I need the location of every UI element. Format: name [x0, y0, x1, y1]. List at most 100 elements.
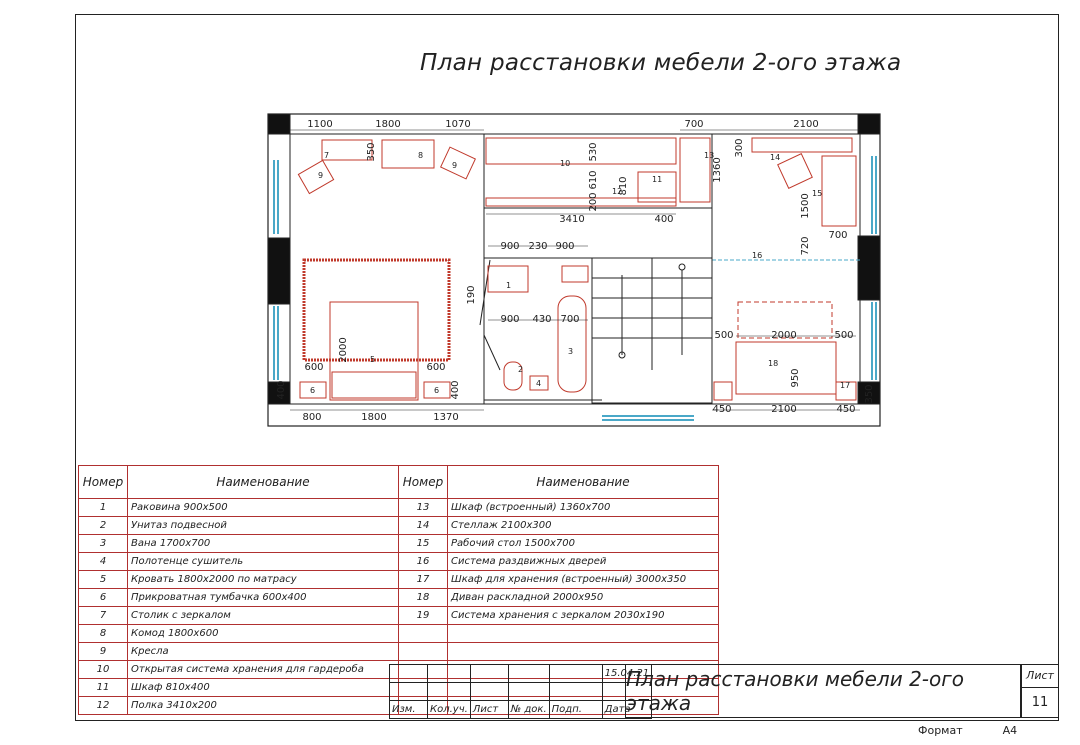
- dim-text: 400: [654, 214, 673, 225]
- item-tag: 5: [370, 355, 375, 364]
- spec-name: Полотенце сушитель: [127, 552, 399, 571]
- shelf: [485, 197, 677, 207]
- spec-name: Кровать 1800x2000 по матрасу: [127, 570, 399, 589]
- spec-num: 5: [78, 570, 128, 589]
- stamp-col: Лист: [469, 700, 509, 719]
- item-tag: 14: [770, 153, 780, 162]
- spec-num: 11: [78, 678, 128, 697]
- bed-pillows: [331, 371, 417, 399]
- spec-num: 15: [398, 534, 448, 553]
- rack: [751, 137, 853, 153]
- spec-name: Шкаф 810x400: [127, 678, 399, 697]
- wall-corner: [267, 113, 291, 135]
- spec-name: Кресла: [127, 642, 399, 661]
- stamp-row: [389, 682, 653, 701]
- dim-text: 230: [528, 241, 547, 252]
- floor-plan: 1100 1800 1070 700 2100 3410 400 900 230…: [267, 113, 881, 427]
- dresser: [381, 139, 435, 169]
- dim-text: 350: [864, 384, 875, 403]
- stamp-row: 15.04.21: [389, 664, 653, 683]
- spec-name: Комод 1800x600: [127, 624, 399, 643]
- drawing-title: План расстановки мебели 2-ого этажа: [420, 50, 902, 76]
- sheet-label: Лист: [1022, 665, 1058, 688]
- dim-text: 700: [684, 119, 703, 130]
- stamp-col: Подп.: [548, 700, 603, 719]
- spec-name: Шкаф для хранения (встроенный) 3000x350: [447, 570, 719, 589]
- spec-name: Система хранения с зеркалом 2030x190: [447, 606, 719, 625]
- spec-num: [398, 642, 448, 661]
- desk-chair: [777, 153, 813, 189]
- stamp-col: № док.: [507, 700, 550, 719]
- nightstand: [423, 381, 451, 399]
- dim-text: 800: [302, 412, 321, 423]
- nightstand: [299, 381, 327, 399]
- door-swing: [483, 334, 501, 371]
- open-storage: [485, 137, 677, 165]
- spec-num: 16: [398, 552, 448, 571]
- dim-text: 530: [588, 142, 599, 161]
- spec-num: 8: [78, 624, 128, 643]
- toilet: [503, 361, 523, 391]
- dim-text: 950: [790, 368, 801, 387]
- spec-header-num: Номер: [398, 465, 448, 499]
- item-tag: 18: [768, 359, 778, 368]
- dim-text: 610: [588, 170, 599, 189]
- format-text: Формат: [918, 724, 963, 737]
- armchair: [439, 146, 477, 180]
- dim-text: 200: [588, 192, 599, 211]
- spec-header-num: Номер: [78, 465, 128, 499]
- wall-corner: [857, 113, 881, 135]
- wall-corner: [267, 381, 291, 405]
- item-tag: 3: [568, 347, 573, 356]
- item-tag: 13: [704, 151, 714, 160]
- spec-name: Полка 3410x200: [127, 696, 399, 715]
- dim-text: 400: [276, 380, 287, 399]
- stair-mark: [618, 351, 626, 359]
- spec-name: Рабочий стол 1500x700: [447, 534, 719, 553]
- dim-text: 400: [450, 380, 461, 399]
- wall-block: [857, 235, 881, 301]
- item-tag: 12: [612, 187, 622, 196]
- item-tag: 6: [434, 386, 439, 395]
- dim-text: 2000: [771, 330, 796, 341]
- stamp-col: Изм.: [389, 700, 428, 719]
- spec-num: 6: [78, 588, 128, 607]
- dim-text: 190: [466, 285, 477, 304]
- spec-header-name: Наименование: [127, 465, 399, 499]
- spec-num: 19: [398, 606, 448, 625]
- dim-text: 2000: [338, 337, 349, 362]
- builtin-wardrobe: [679, 137, 711, 203]
- dim-text: 1100: [307, 119, 332, 130]
- bathtub: [557, 295, 587, 393]
- sofa-bed: [735, 341, 837, 395]
- stamp-columns: Изм. Кол.уч. Лист № док. Подп. Дата: [389, 700, 653, 719]
- dim-text: 600: [426, 362, 445, 373]
- stair-mark: [678, 263, 686, 271]
- item-tag: 9: [318, 171, 323, 180]
- item-tag: 2: [518, 365, 523, 374]
- spec-name: Вана 1700x700: [127, 534, 399, 553]
- work-desk: [821, 155, 857, 227]
- dim-text: 1500: [800, 193, 811, 218]
- item-tag: 10: [560, 159, 570, 168]
- dim-text: 450: [836, 404, 855, 415]
- spec-num: 9: [78, 642, 128, 661]
- spec-num: 14: [398, 516, 448, 535]
- vanity-table: [321, 139, 373, 161]
- spec-name: Диван раскладной 2000x950: [447, 588, 719, 607]
- wall-corner: [857, 381, 881, 405]
- spec-num: 4: [78, 552, 128, 571]
- spec-name: Прикроватная тумбачка 600x400: [127, 588, 399, 607]
- stamp-title: План расстановки мебели 2-ого этажа: [625, 664, 1021, 718]
- armchair: [297, 159, 335, 195]
- dim-text: 700: [560, 314, 579, 325]
- spec-name: [447, 624, 719, 643]
- item-tag: 7: [324, 151, 329, 160]
- dim-text: 2100: [771, 404, 796, 415]
